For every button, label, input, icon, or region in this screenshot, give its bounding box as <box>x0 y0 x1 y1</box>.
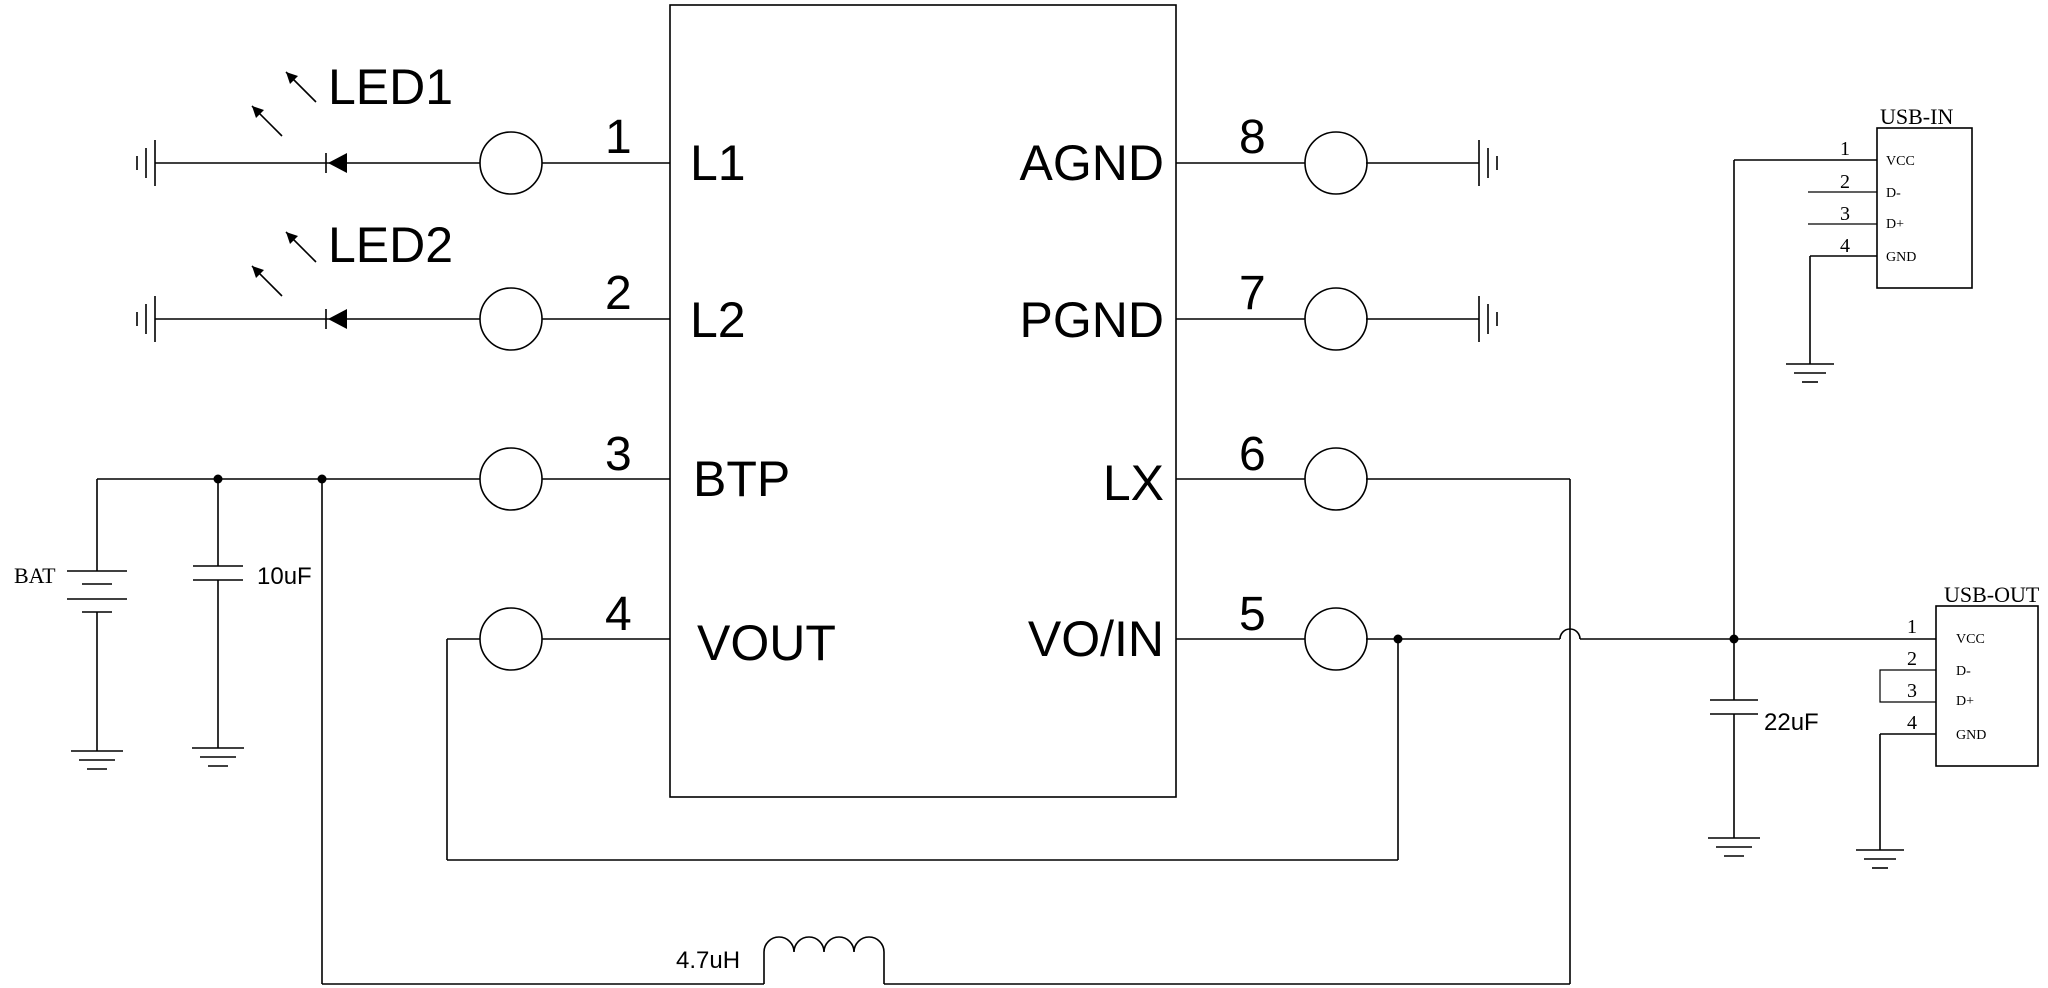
pin7-number: 7 <box>1239 267 1266 320</box>
inductor-label: 4.7uH <box>676 947 740 974</box>
pad-pin1 <box>479 131 543 195</box>
input-capacitor-label: 10uF <box>257 563 312 590</box>
inductor-symbol <box>321 478 1571 985</box>
usb-in-title: USB-IN <box>1880 104 1953 129</box>
usb-out-pin4-name: GND <box>1956 728 1986 743</box>
led2-diode <box>136 231 480 342</box>
usb-out-pin4-number: 4 <box>1907 712 1917 734</box>
pin3-name: BTP <box>693 451 790 507</box>
usb-in-pin3-number: 3 <box>1840 203 1850 225</box>
pad-pin3 <box>479 447 543 511</box>
usb-in-pin1-name: VCC <box>1886 154 1915 169</box>
vout-feedback-loop <box>446 638 1399 861</box>
pin4-name: VOUT <box>697 615 836 671</box>
output-rail <box>1366 159 1936 644</box>
usb-out-pin2-name: D- <box>1956 664 1971 679</box>
pin6-name: LX <box>1103 455 1164 511</box>
pad-pin5 <box>1304 607 1368 671</box>
output-capacitor-symbol <box>1708 639 1760 857</box>
usb-in-pin4-name: GND <box>1886 250 1916 265</box>
usb-in-pin1-number: 1 <box>1840 138 1850 160</box>
pin6-number: 6 <box>1239 428 1266 481</box>
pad-pin8 <box>1304 131 1368 195</box>
usb-out-pin3-name: D+ <box>1956 694 1974 709</box>
usb-out-pin1-name: VCC <box>1956 632 1985 647</box>
agnd-ground-symbol <box>1366 140 1498 186</box>
ic-body <box>669 4 1177 798</box>
usb-out-pin1-number: 1 <box>1907 616 1917 638</box>
usb-out-pin3-number: 3 <box>1907 680 1917 702</box>
pin1-name: L1 <box>690 135 746 191</box>
pgnd-ground-symbol <box>1366 296 1498 342</box>
usb-in-pin4-number: 4 <box>1840 235 1850 257</box>
led1-label: LED1 <box>328 59 453 115</box>
pin4-number: 4 <box>605 588 632 641</box>
pad-pin7 <box>1304 287 1368 351</box>
pad-pin2 <box>479 287 543 351</box>
usb-in-pin2-name: D- <box>1886 186 1901 201</box>
output-capacitor-label: 22uF <box>1764 709 1819 736</box>
battery-label: BAT <box>14 563 56 588</box>
usb-in-connector <box>1786 127 1973 383</box>
pin5-name: VO/IN <box>1028 611 1164 667</box>
usb-in-pin3-name: D+ <box>1886 217 1904 232</box>
pin2-number: 2 <box>605 267 632 320</box>
pin8-name: AGND <box>1020 135 1164 191</box>
pin8-number: 8 <box>1239 111 1266 164</box>
usb-out-pin2-number: 2 <box>1907 648 1917 670</box>
pin5-number: 5 <box>1239 588 1266 641</box>
usb-out-title: USB-OUT <box>1944 582 2040 607</box>
input-capacitor-symbol <box>192 479 244 767</box>
pin2-name: L2 <box>690 292 746 348</box>
pin1-number: 1 <box>605 111 632 164</box>
input-rail <box>97 474 480 484</box>
pad-pin4 <box>479 607 543 671</box>
usb-out-connector <box>1856 605 2039 869</box>
pin3-number: 3 <box>605 428 632 481</box>
led2-label: LED2 <box>328 217 453 273</box>
battery-symbol <box>67 479 127 770</box>
led1-diode <box>136 71 480 186</box>
pad-pin6 <box>1304 447 1368 511</box>
pin7-name: PGND <box>1020 292 1164 348</box>
usb-in-pin2-number: 2 <box>1840 171 1850 193</box>
